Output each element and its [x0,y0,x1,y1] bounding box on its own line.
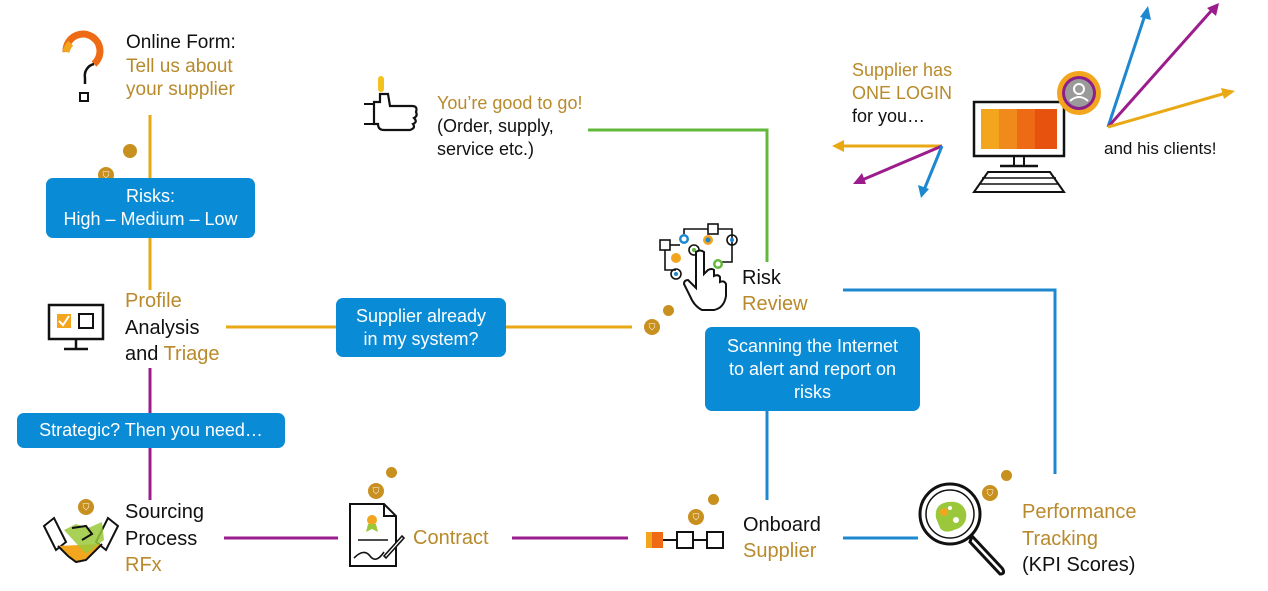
contract-document-icon [349,503,406,567]
online-form-line3: your supplier [126,79,235,100]
one-login-clients: and his clients! [1104,139,1217,158]
login-arrows-right [1106,3,1235,129]
gold-dot [386,467,397,478]
gold-dot [663,305,674,316]
shield-badge-icon: ⛉ [688,509,704,525]
connector-risk-to-performance [843,288,1057,474]
magnifier-icon [918,482,1006,576]
strategic-box-line1: Strategic? Then you need… [39,420,263,440]
risks-box-line1: Risks: [126,186,175,206]
risk-review-line1: Risk [742,267,781,289]
profile-line3b: Triage [163,343,220,365]
user-avatar-icon [1057,71,1101,115]
login-arrows-left [832,140,944,198]
online-form-line2: Tell us about [126,56,233,77]
profile-line2: Analysis [125,317,200,339]
process-chain-icon [646,531,724,549]
performance-line1: Performance [1022,501,1137,523]
computer-terminal-icon [972,100,1066,193]
question-mark-icon [62,30,104,102]
profile-line3a: and [125,343,164,365]
risks-box-line2: High – Medium – Low [63,209,238,229]
onboard-line1: Onboard [743,514,821,536]
sourcing-line3: RFx [125,554,162,576]
supplier-box-line2: in my system? [363,328,479,349]
scanning-box-line3: risks [794,381,831,402]
strategic-box: Strategic? Then you need… [17,413,285,448]
scanning-box: Scanning the Internet to alert and repor… [705,327,920,411]
contract-label: Contract [413,527,489,549]
risk-review-line2: Review [742,293,808,315]
gold-dot [123,144,137,158]
online-form-title: Online Form: [126,32,236,53]
gold-dot [708,494,719,505]
one-login-line3: for you… [852,106,926,126]
gold-dot [1001,470,1012,481]
profile-line1: Profile [125,290,182,312]
shield-badge-icon: ⛉ [982,485,998,501]
performance-line2: Tracking [1022,528,1098,550]
one-login-line2: ONE LOGIN [852,83,953,103]
profile-line3: and Triage [125,341,220,367]
shield-badge-icon: ⛉ [78,499,94,515]
risks-box: Risks: High – Medium – Low [46,178,255,238]
handshake-icon [42,516,120,564]
scanning-box-line1: Scanning the Internet [726,335,899,356]
network-touch-icon [659,223,738,311]
monitor-checklist-icon [47,303,105,351]
thumbs-up-icon [364,76,418,132]
shield-badge-icon: ⛉ [644,319,660,335]
good-to-go-line2: (Order, supply, [437,116,554,136]
performance-line3: (KPI Scores) [1022,554,1136,576]
scanning-box-line2: to alert and report on [728,358,897,379]
supplier-in-system-box: Supplier already in my system? [336,298,506,357]
onboard-line2: Supplier [743,540,817,562]
good-to-go-line1: You’re good to go! [437,93,583,113]
supplier-box-line1: Supplier already [355,305,487,326]
shield-badge-icon: ⛉ [368,483,384,499]
sourcing-line1: Sourcing [125,501,204,523]
sourcing-line2: Process [125,528,198,550]
good-to-go-line3: service etc.) [437,139,535,159]
one-login-line1: Supplier has [852,60,953,80]
connector-risk-to-go [588,128,769,262]
